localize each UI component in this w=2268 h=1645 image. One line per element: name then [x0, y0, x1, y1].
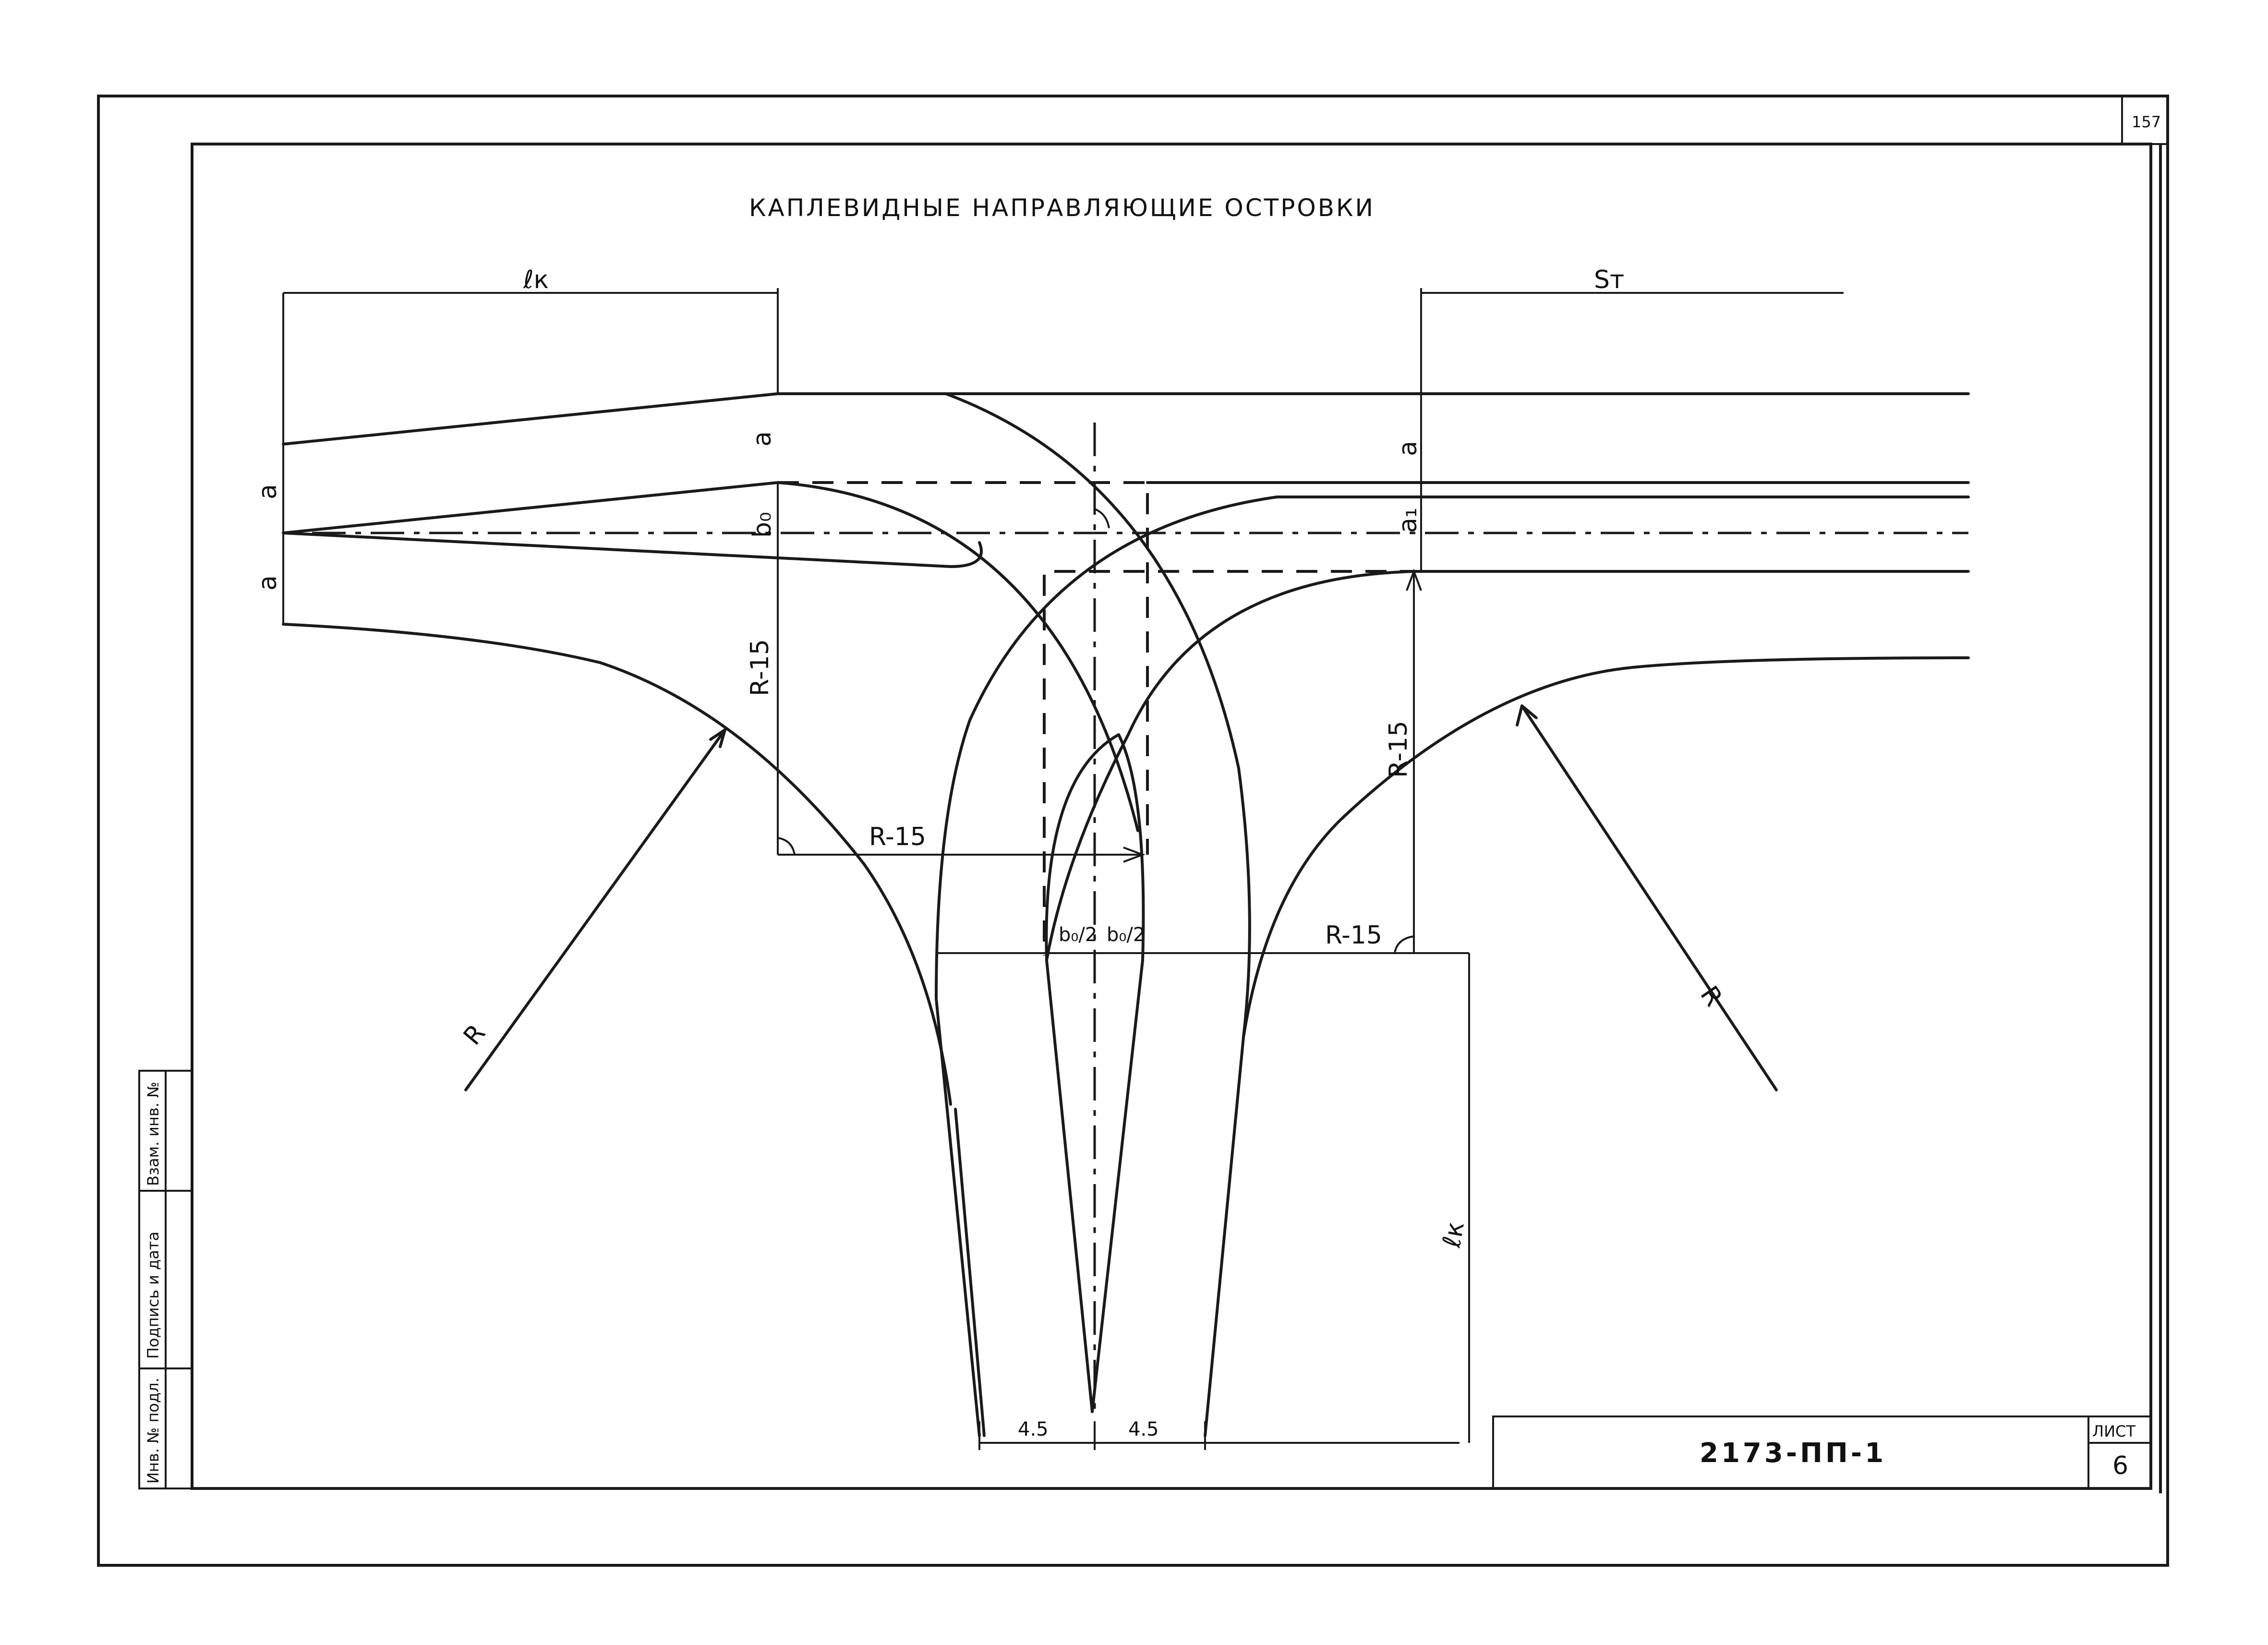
label-r-left: R: [458, 1019, 491, 1051]
label-r15-left-vert: R-15: [746, 639, 774, 696]
label-r15-right-horiz: R-15: [1325, 921, 1382, 950]
sheet-number: 6: [2112, 1451, 2128, 1480]
drawing-title: КАПЛЕВИДНЫЕ НАПРАВЛЯЮЩИЕ ОСТРОВКИ: [749, 194, 1375, 222]
label-lk-top: ℓк: [523, 266, 549, 294]
label-st-top: Sт: [1594, 266, 1624, 294]
label-b0-half-right: b₀/2: [1107, 924, 1145, 946]
label-r15-right-vert: R-15: [1384, 721, 1413, 778]
page-number-box: [2121, 95, 2169, 145]
right-branch: Sт a a₁ R-15 R-15 R ℓк: [944, 266, 1970, 1443]
side-stamp: Взам. инв. № Подпись и дата Инв. № подл.: [138, 1070, 193, 1489]
document-code: 2173-ПП-1: [1700, 1438, 1886, 1469]
label-a-left-2: a: [253, 575, 282, 591]
label-b0-half-left: b₀/2: [1059, 924, 1097, 946]
outer-frame: [97, 95, 2169, 1567]
stamp-inv-no: Инв. № подл.: [144, 1378, 162, 1484]
label-dim-left: 4.5: [1018, 1418, 1049, 1440]
sheet-label: ЛИСТ: [2092, 1422, 2135, 1440]
label-lk-right: ℓк: [1437, 1220, 1470, 1250]
inner-frame: [191, 143, 2152, 1490]
label-a-right: a: [1394, 441, 1423, 456]
left-branch: ℓк a a a b₀ R-15 R-15 R: [253, 266, 1968, 1106]
page-number: 157: [2132, 113, 2161, 131]
label-a-mid: a: [748, 431, 777, 447]
label-a-left-1: a: [253, 484, 282, 499]
label-r15-left-horiz: R-15: [869, 822, 926, 851]
label-a1-right: a₁: [1394, 508, 1423, 533]
title-block: 2173-ПП-1 ЛИСТ 6: [1492, 1415, 2152, 1489]
label-dim-right: 4.5: [1128, 1418, 1159, 1440]
center-island: b₀/2 b₀/2 4.5 4.5: [776, 392, 1469, 1450]
stamp-sign-date: Подпись и дата: [144, 1232, 162, 1359]
label-b0-mid: b₀: [748, 512, 777, 538]
stamp-replace-inv: Взам. инв. №: [144, 1082, 162, 1186]
